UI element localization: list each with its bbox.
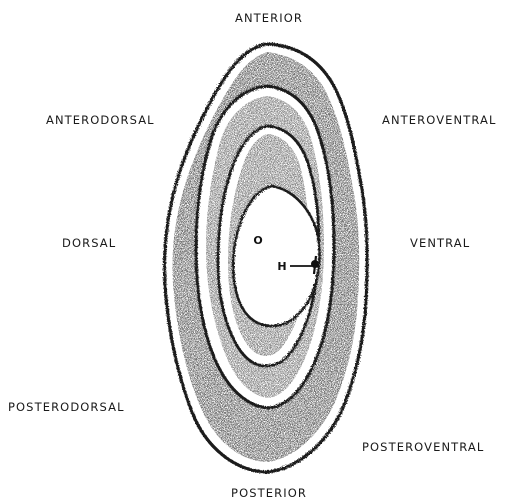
- label-posterior: POSTERIOR: [231, 486, 307, 500]
- label-posterodorsal: POSTERODORSAL: [8, 400, 125, 414]
- hypocenter-label: H: [277, 260, 286, 273]
- label-dorsal: DORSAL: [62, 236, 116, 250]
- label-anterior: ANTERIOR: [235, 11, 303, 25]
- origin-marker: O: [253, 234, 262, 247]
- label-anterodorsal: ANTERODORSAL: [46, 113, 155, 127]
- label-posteroventral: POSTEROVENTRAL: [362, 440, 484, 454]
- label-anteroventral: ANTEROVENTRAL: [382, 113, 496, 127]
- origin-label: O: [253, 234, 262, 247]
- label-ventral: VENTRAL: [410, 236, 470, 250]
